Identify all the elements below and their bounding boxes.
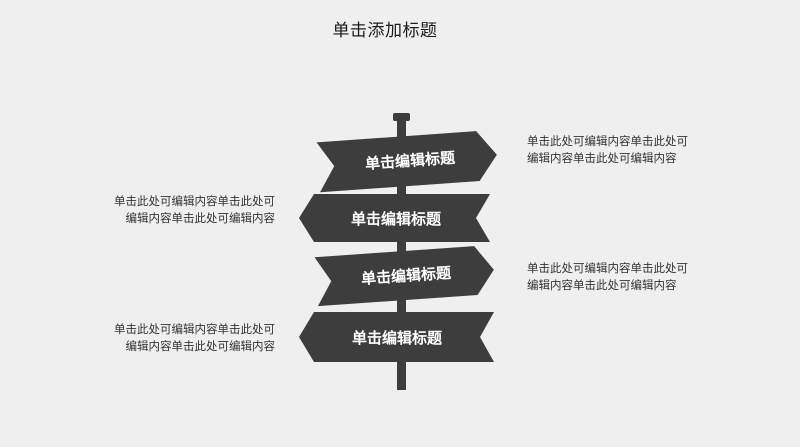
- sign-3-board: [314, 246, 494, 307]
- signpost-pole-cap: [393, 113, 410, 121]
- sign-3[interactable]: 单击编辑标题: [314, 245, 496, 307]
- sign-1-board: [316, 131, 497, 193]
- description-2[interactable]: 单击此处可编辑内容单击此处可编辑内容单击此处可编辑内容: [114, 194, 275, 225]
- description-1[interactable]: 单击此处可编辑内容单击此处可编辑内容单击此处可编辑内容: [527, 134, 688, 165]
- sign-4-board: [299, 312, 494, 362]
- sign-1[interactable]: 单击编辑标题: [316, 130, 499, 193]
- sign-4[interactable]: 单击编辑标题: [299, 312, 494, 362]
- description-4[interactable]: 单击此处可编辑内容单击此处可编辑内容单击此处可编辑内容: [114, 322, 275, 353]
- sign-4-label: 单击编辑标题: [352, 329, 443, 347]
- description-3[interactable]: 单击此处可编辑内容单击此处可编辑内容单击此处可编辑内容: [527, 261, 688, 292]
- slide-title[interactable]: 单击添加标题: [332, 21, 438, 41]
- sign-2[interactable]: 单击编辑标题: [299, 194, 490, 242]
- sign-2-board: [299, 194, 490, 242]
- sign-2-label: 单击编辑标题: [351, 210, 442, 228]
